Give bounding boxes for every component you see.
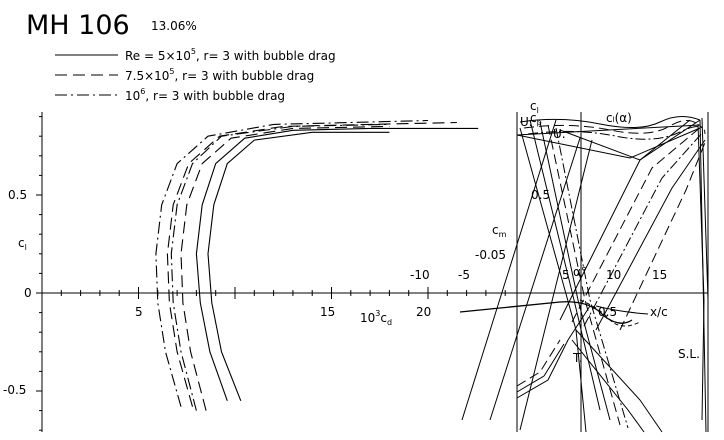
polar-series bbox=[155, 119, 479, 411]
polar-ytick-0.5: 0.5 bbox=[8, 188, 27, 202]
polar-ylabel: cl bbox=[18, 236, 27, 252]
alpha-cm-tick: -0.05 bbox=[475, 248, 506, 262]
cl-top-1 bbox=[519, 116, 701, 128]
alpha-cl-label: cl bbox=[530, 99, 539, 115]
polar-series-1 bbox=[195, 127, 479, 401]
cp-label: cp bbox=[530, 111, 542, 127]
polar-xtick-15: 15 bbox=[320, 305, 335, 319]
polar-xtick-5: 5 bbox=[135, 305, 143, 319]
cp-rise-2 bbox=[571, 125, 703, 323]
polar-xlabel: 103cd bbox=[360, 309, 392, 327]
right-edge-3 bbox=[701, 117, 709, 301]
cp-rise-4 bbox=[595, 139, 706, 331]
alpha-annot-u1: U. bbox=[520, 115, 533, 129]
legend-entry-3: 106, r= 3 with bubble drag bbox=[125, 87, 285, 103]
cp-low-3 bbox=[516, 339, 561, 387]
polar-series-5 bbox=[155, 119, 429, 407]
chart-subtitle: 13.06% bbox=[151, 19, 197, 33]
alpha-curves bbox=[459, 116, 709, 433]
polar-ytick--0.5: -0.5 bbox=[3, 383, 26, 397]
polar-series-2 bbox=[207, 131, 390, 402]
cp-low-5 bbox=[571, 339, 645, 433]
polar-series-6 bbox=[170, 123, 390, 411]
alpha-annot-u2: U. bbox=[553, 127, 566, 141]
polar-series-3 bbox=[166, 121, 457, 407]
alpha-xtick-5: 5 bbox=[562, 268, 570, 282]
cl-top-2 bbox=[523, 120, 703, 134]
cl-cross-2 bbox=[516, 127, 701, 159]
right-edge-2 bbox=[697, 123, 705, 421]
polar-axes bbox=[41, 112, 709, 432]
cm-curve bbox=[459, 301, 633, 324]
alpha-xtick--10: -10 bbox=[410, 268, 430, 282]
legend: Re = 5×105, r= 3 with bubble drag 7.5×10… bbox=[55, 47, 336, 103]
alpha-xtick--5: -5 bbox=[458, 268, 470, 282]
alpha-xlabel: α° bbox=[573, 265, 587, 279]
chart-title: MH 106 bbox=[26, 10, 130, 41]
cl-alpha-desc-2 bbox=[539, 121, 611, 421]
cp-rise-5 bbox=[619, 139, 707, 331]
cp-low-2 bbox=[516, 343, 565, 393]
cl-alpha-desc-4 bbox=[555, 127, 629, 429]
polar-ytick-0: 0 bbox=[24, 286, 32, 300]
cl-alpha-line-1 bbox=[461, 119, 557, 421]
polar-ticks bbox=[36, 116, 506, 431]
cp-rise-3 bbox=[583, 131, 704, 327]
cm-curve-2 bbox=[579, 299, 641, 327]
cl-alpha-desc-1 bbox=[529, 119, 601, 411]
cp-xtick-0.5: 0.5 bbox=[598, 305, 617, 319]
alpha-cm-label: cm bbox=[492, 223, 507, 239]
alpha-annot-cl-alpha: cₗ(α) bbox=[606, 111, 632, 125]
alpha-xtick-15: 15 bbox=[652, 268, 667, 282]
legend-entry-1: Re = 5×105, r= 3 with bubble drag bbox=[125, 47, 336, 63]
xc-curve bbox=[595, 305, 649, 315]
cp-xlabel: x/c bbox=[650, 305, 668, 319]
cl-alpha-line-3 bbox=[519, 139, 593, 431]
cp-annot-sl: S.L. bbox=[678, 347, 700, 361]
alpha-xtick-10: 10 bbox=[606, 268, 621, 282]
cl-cross-1 bbox=[516, 124, 701, 136]
cl-alpha-desc-5 bbox=[519, 127, 587, 433]
polar-xtick-20: 20 bbox=[416, 305, 431, 319]
cp-low-4 bbox=[575, 329, 663, 433]
polar-series-4 bbox=[180, 125, 390, 411]
legend-entry-2: 7.5×105, r= 3 with bubble drag bbox=[125, 67, 314, 83]
cp-low-1 bbox=[516, 305, 591, 399]
cp-rise-1 bbox=[559, 119, 701, 321]
alpha-annot-t: T. bbox=[572, 351, 583, 365]
alpha-axes bbox=[516, 112, 582, 432]
cl-alpha-line-2 bbox=[489, 137, 581, 421]
cl-top-3 bbox=[527, 126, 706, 140]
alpha-cl-tick: 0.5 bbox=[531, 188, 550, 202]
